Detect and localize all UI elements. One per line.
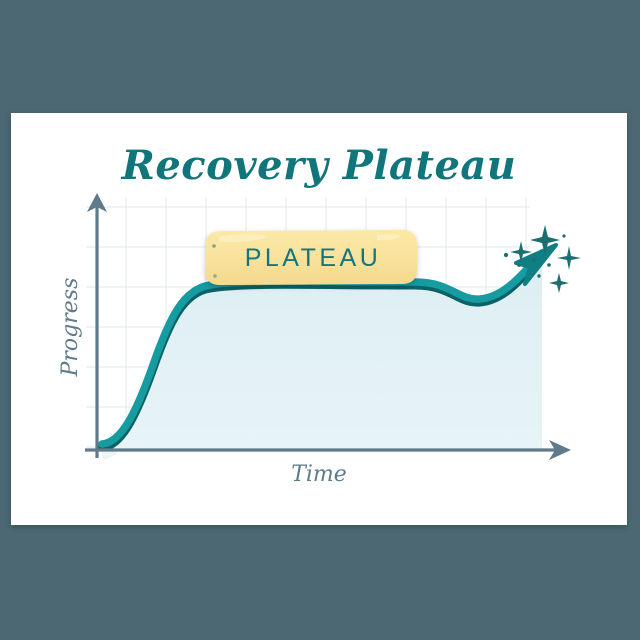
curve-area-fill [102,253,542,450]
x-axis-arrow-icon [549,440,571,460]
note-pin-dot [212,244,216,248]
page-title: Recovery Plateau [121,142,517,189]
sparkle-star-icon [530,225,560,255]
y-axis-arrow-icon [87,193,107,212]
sparkle-star-icon [510,241,532,263]
sparkle-star-icon [557,246,581,270]
curve-arrowhead [514,243,558,286]
sparkle-dot [503,252,509,258]
sparkle-cluster [503,225,581,293]
plateau-annotation[interactable]: PLATEAU [205,230,417,285]
note-highlight [377,234,401,241]
sparkle-dot [547,263,551,267]
recovery-plateau-chart: Recovery Plateau [58,142,581,487]
sparkle-dot [562,234,566,238]
sparkle-dot [531,257,537,263]
plateau-label: PLATEAU [245,244,382,272]
note-pin-dot [213,274,217,278]
sparkle-star-icon [549,273,569,293]
sparkle-dot [517,263,521,267]
y-axis-label: Progress [58,278,83,378]
plateau-note-background [205,230,417,285]
chart-card: Recovery Plateau [11,113,627,525]
sparkle-dot [537,274,541,278]
note-highlight [219,234,269,243]
x-axis-label: Time [291,462,347,487]
chart-axes [85,193,571,460]
